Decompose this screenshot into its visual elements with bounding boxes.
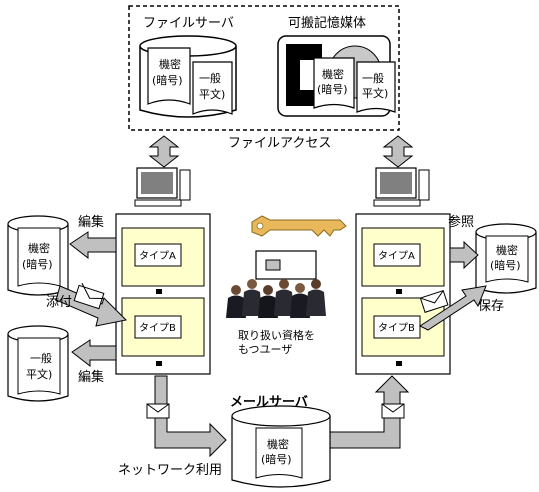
save-label: 保存	[478, 299, 504, 314]
type-a-box-left	[134, 243, 182, 267]
right-confidential-store-icon	[475, 223, 537, 294]
right-power-b	[396, 361, 402, 366]
computer-icon	[134, 167, 191, 207]
edit-label-top: 編集	[78, 214, 104, 230]
type-b-box-right	[373, 315, 421, 339]
right-power-a	[396, 289, 402, 294]
mail-doc-confidential: 機密	[267, 437, 289, 451]
storage-region-border	[128, 5, 400, 131]
right-store-confidential: 機密	[496, 243, 518, 257]
left-store-confidential-sub: (暗号)	[22, 257, 53, 271]
user-label-line1: 取り扱い資格を	[238, 328, 315, 342]
envelope-icon	[73, 282, 105, 310]
doc-confidential-label: 機密	[159, 57, 181, 71]
envelope-icon	[419, 290, 449, 313]
type-b-label-right: タイプB	[378, 322, 415, 334]
envelope-icon	[146, 403, 170, 419]
save-arrow	[418, 285, 487, 331]
computer-icon	[373, 167, 430, 207]
reference-label: 参照	[448, 214, 474, 230]
type-b-label-left: タイプB	[139, 322, 176, 334]
left-store-general: 一般	[30, 352, 52, 365]
envelope-icon	[381, 403, 405, 419]
left-power-b	[156, 361, 162, 366]
key-icon	[251, 215, 347, 237]
type-a-box-right	[373, 243, 421, 267]
media-doc-general: 一般	[362, 72, 384, 85]
access-device	[255, 250, 317, 280]
right-store-confidential-sub: (暗号)	[490, 258, 521, 272]
mail-doc-confidential-sub: (暗号)	[261, 452, 292, 466]
media-doc-general-sub: 平文)	[362, 86, 388, 100]
file-access-arrow-left	[148, 135, 180, 168]
people-icon	[226, 279, 326, 318]
doc-general-label: 一般	[199, 72, 221, 85]
type-a-label-left: タイプA	[139, 250, 176, 262]
local-general-store-icon	[7, 325, 69, 402]
document-icon	[356, 61, 396, 113]
left-power-a	[156, 289, 162, 294]
doc-confidential-sub: (暗号)	[152, 73, 183, 87]
portable-media-label: 可搬記憶媒体	[288, 15, 366, 31]
media-doc-confidential: 機密	[322, 67, 344, 81]
document-icon	[313, 57, 355, 109]
left-store-general-sub: 平文)	[26, 367, 52, 381]
document-icon	[192, 61, 233, 115]
left-store-confidential: 機密	[28, 241, 50, 255]
media-doc-confidential-sub: (暗号)	[317, 82, 348, 96]
local-confidential-store-icon	[7, 215, 69, 296]
type-a-label-right: タイプA	[378, 250, 415, 262]
user-label-line2: もつユーザ	[238, 343, 292, 356]
type-b-box-left	[134, 315, 182, 339]
reference-arrow	[449, 240, 479, 270]
file-access-label: ファイルアクセス	[228, 136, 331, 151]
edit-label-bottom: 編集	[78, 369, 104, 385]
doc-general-sub: 平文)	[199, 87, 225, 101]
file-access-arrow-right	[382, 135, 414, 168]
attach-label: 添付	[46, 295, 72, 310]
file-server-label: ファイルサーバ	[143, 16, 234, 31]
document-icon	[147, 47, 191, 105]
mail-server-icon	[231, 405, 331, 488]
edit-arrow-bottom	[71, 339, 117, 368]
edit-arrow-top	[69, 231, 117, 260]
access-device-slot	[265, 259, 281, 271]
network-use-label: ネットワーク利用	[118, 463, 222, 478]
